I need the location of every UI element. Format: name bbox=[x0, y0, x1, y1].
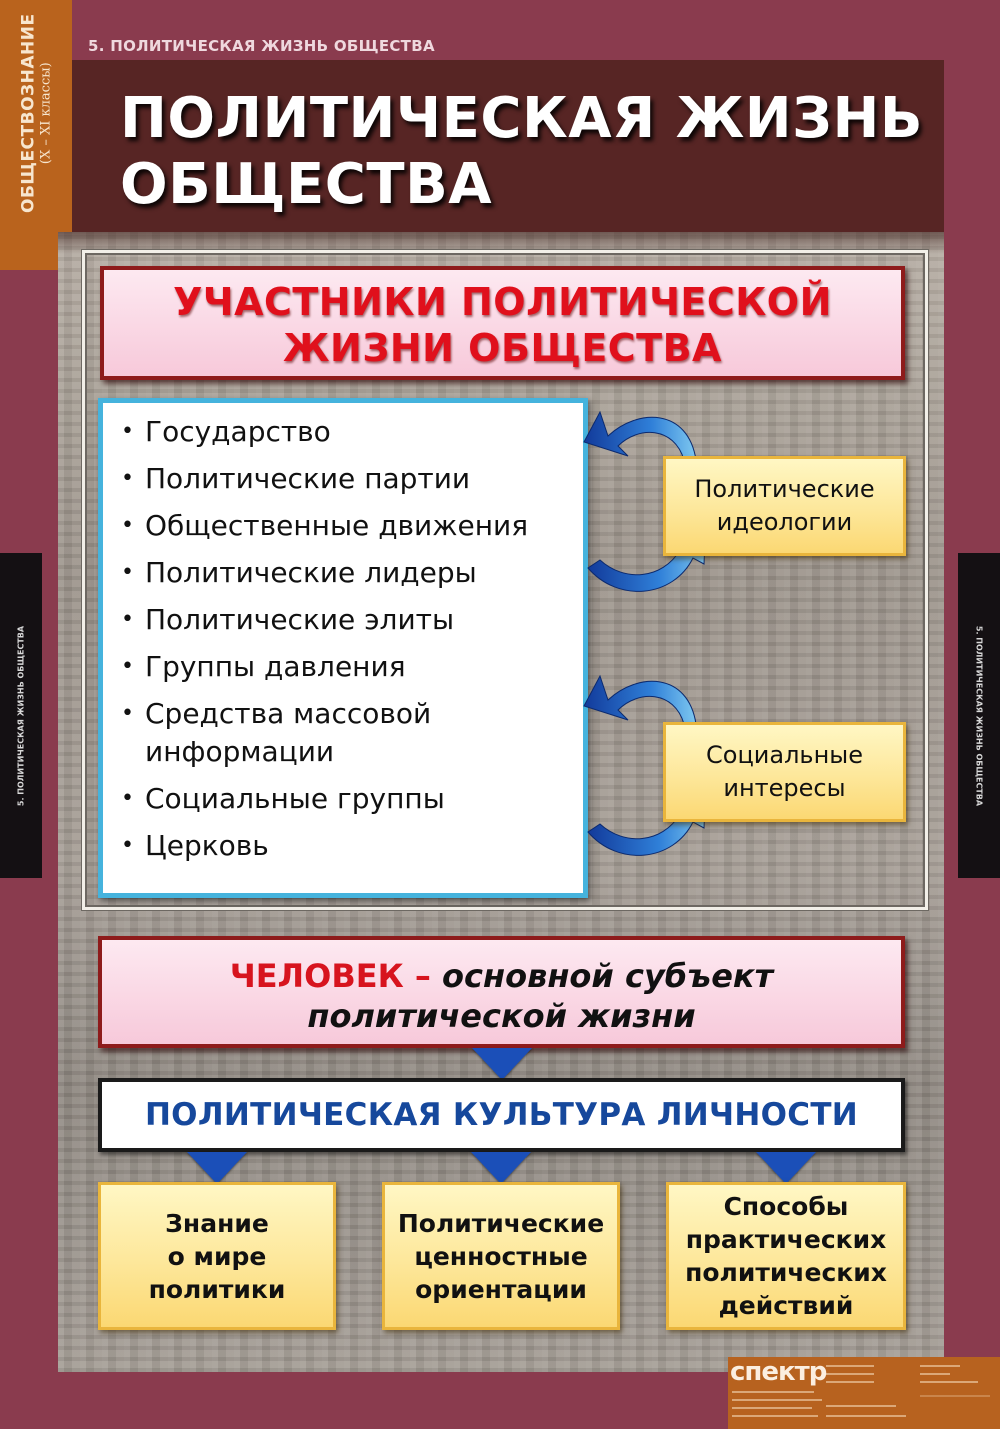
component-line: Знание bbox=[165, 1208, 269, 1238]
factor-ideologies-line1: Политические bbox=[694, 475, 875, 503]
participants-heading-line2: ЖИЗНИ ОБЩЕСТВА bbox=[283, 326, 722, 370]
imprint-fine-print bbox=[826, 1373, 874, 1375]
component-line: политических bbox=[685, 1258, 887, 1287]
component-line: ориентации bbox=[415, 1274, 587, 1304]
down-arrow-icon bbox=[472, 1048, 532, 1080]
imprint-fine-print bbox=[826, 1405, 896, 1407]
culture-component-actions: Способы практических политических действ… bbox=[666, 1182, 906, 1330]
participants-list-box: Государство Политические партии Обществе… bbox=[98, 398, 588, 898]
list-item: Социальные группы bbox=[121, 780, 583, 818]
factor-interests-line1: Социальные bbox=[706, 741, 863, 769]
photo-top-shadow bbox=[58, 232, 944, 254]
participants-frame bbox=[82, 250, 928, 910]
culture-heading-box: ПОЛИТИЧЕСКАЯ КУЛЬТУРА ЛИЧНОСТИ bbox=[98, 1078, 905, 1152]
imprint-fine-print bbox=[826, 1415, 906, 1417]
publisher-imprint: спектр bbox=[728, 1357, 1000, 1429]
imprint-fine-print bbox=[732, 1399, 822, 1401]
component-line: практических bbox=[685, 1225, 887, 1254]
side-band-right: 5. ПОЛИТИЧЕСКАЯ ЖИЗНЬ ОБЩЕСТВА bbox=[958, 553, 1000, 878]
list-item: Политические партии bbox=[121, 460, 583, 498]
person-dash: – bbox=[414, 957, 431, 995]
list-item: Общественные движения bbox=[121, 507, 583, 545]
imprint-fine-print bbox=[732, 1391, 814, 1393]
participants-heading-box: УЧАСТНИКИ ПОЛИТИЧЕСКОЙ ЖИЗНИ ОБЩЕСТВА bbox=[100, 266, 905, 380]
component-line: о мире bbox=[167, 1241, 267, 1271]
list-item: Государство bbox=[121, 413, 583, 451]
list-item: Церковь bbox=[121, 827, 583, 865]
component-line: Способы bbox=[723, 1192, 849, 1221]
page-title-line1: ПОЛИТИЧЕСКАЯ ЖИЗНЬ bbox=[120, 86, 924, 151]
list-item: Группы давления bbox=[121, 648, 583, 686]
subject-grades: (X – XI классы) bbox=[38, 62, 54, 165]
component-line: ценностные bbox=[414, 1241, 588, 1271]
imprint-fine-print bbox=[920, 1395, 990, 1397]
participants-list: Государство Политические партии Обществе… bbox=[121, 413, 583, 865]
factor-box-ideologies: Политические идеологии bbox=[663, 456, 906, 556]
component-line: политики bbox=[148, 1274, 286, 1304]
side-band-left: 5. ПОЛИТИЧЕСКАЯ ЖИЗНЬ ОБЩЕСТВА bbox=[0, 553, 42, 878]
imprint-fine-print bbox=[826, 1381, 874, 1383]
factor-interests-line2: интересы bbox=[723, 774, 846, 802]
imprint-fine-print bbox=[920, 1381, 978, 1383]
imprint-fine-print bbox=[920, 1365, 960, 1367]
participants-heading: УЧАСТНИКИ ПОЛИТИЧЕСКОЙ ЖИЗНИ ОБЩЕСТВА bbox=[104, 279, 901, 371]
person-subject-box: ЧЕЛОВЕК – основной субъект политической … bbox=[98, 936, 905, 1048]
side-band-right-text: 5. ПОЛИТИЧЕСКАЯ ЖИЗНЬ ОБЩЕСТВА bbox=[974, 625, 984, 806]
down-arrow-icon bbox=[756, 1152, 816, 1184]
down-arrow-icon bbox=[471, 1152, 531, 1184]
person-line2: политической жизни bbox=[307, 997, 696, 1035]
factor-box-interests: Социальные интересы bbox=[663, 722, 906, 822]
component-line: действий bbox=[718, 1291, 854, 1320]
imprint-fine-print bbox=[920, 1373, 950, 1375]
subject-tab-text: ОБЩЕСТВОЗНАНИЕ (X – XI классы) bbox=[19, 13, 54, 213]
section-label: 5. ПОЛИТИЧЕСКАЯ ЖИЗНЬ ОБЩЕСТВА bbox=[88, 37, 435, 55]
imprint-fine-print bbox=[732, 1407, 812, 1409]
page-title-line2: ОБЩЕСТВА bbox=[120, 152, 493, 217]
person-keyword: ЧЕЛОВЕК bbox=[229, 957, 404, 995]
participants-heading-line1: УЧАСТНИКИ ПОЛИТИЧЕСКОЙ bbox=[173, 280, 832, 324]
culture-component-values: Политические ценностные ориентации bbox=[382, 1182, 620, 1330]
down-arrow-icon bbox=[187, 1152, 247, 1184]
publisher-logo: спектр bbox=[730, 1357, 827, 1387]
page-title: ПОЛИТИЧЕСКАЯ ЖИЗНЬ ОБЩЕСТВА bbox=[120, 86, 923, 218]
title-band: ПОЛИТИЧЕСКАЯ ЖИЗНЬ ОБЩЕСТВА bbox=[72, 60, 944, 232]
culture-heading: ПОЛИТИЧЕСКАЯ КУЛЬТУРА ЛИЧНОСТИ bbox=[144, 1097, 859, 1133]
component-line: Политические bbox=[397, 1208, 605, 1238]
imprint-fine-print bbox=[826, 1365, 874, 1367]
list-item: Политические элиты bbox=[121, 601, 583, 639]
subject-name: ОБЩЕСТВОЗНАНИЕ bbox=[18, 13, 39, 213]
side-band-left-text: 5. ПОЛИТИЧЕСКАЯ ЖИЗНЬ ОБЩЕСТВА bbox=[16, 625, 26, 806]
subject-tab: ОБЩЕСТВОЗНАНИЕ (X – XI классы) bbox=[0, 0, 72, 270]
factor-ideologies-line2: идеологии bbox=[716, 508, 853, 536]
imprint-fine-print bbox=[732, 1415, 818, 1417]
list-item: Средства массовой информации bbox=[121, 695, 583, 771]
culture-component-knowledge: Знание о мире политики bbox=[98, 1182, 336, 1330]
person-line1-rest: основной субъект bbox=[442, 957, 774, 995]
list-item: Политические лидеры bbox=[121, 554, 583, 592]
